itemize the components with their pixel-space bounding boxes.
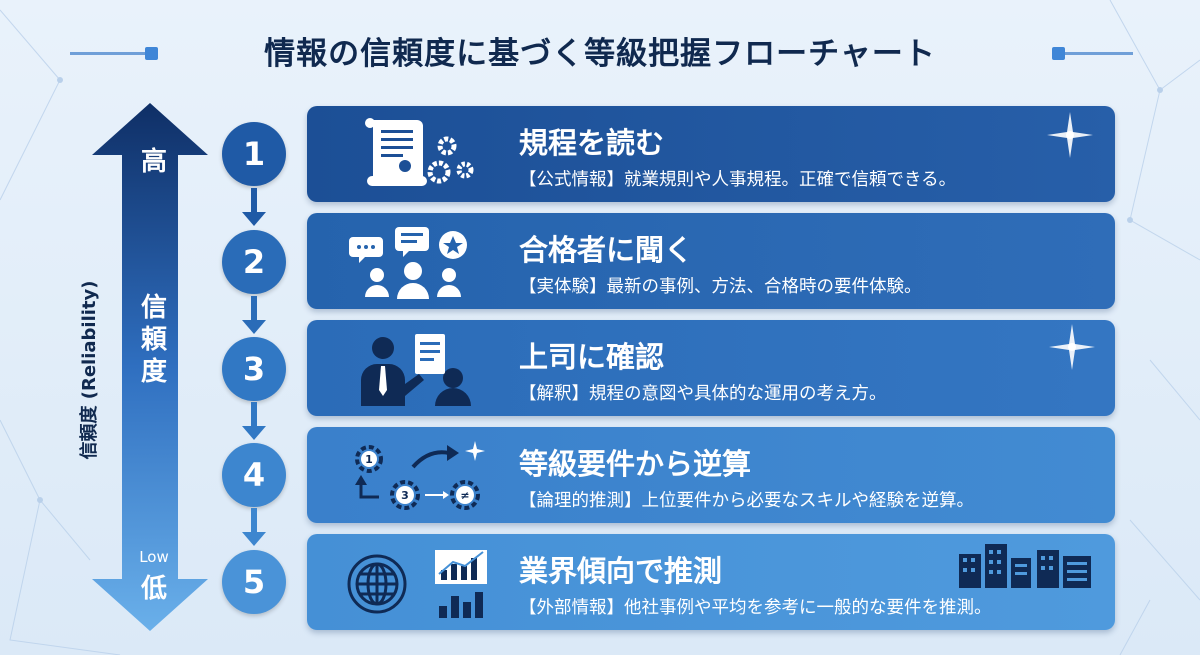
- step-2-heading: 合格者に聞く: [519, 233, 694, 267]
- step-arrow-2-to-3: [242, 296, 266, 334]
- page-title: 情報の信頼度に基づく等級把握フローチャート: [264, 36, 936, 72]
- reliability-low-en-label: Low: [139, 548, 169, 566]
- svg-text:3: 3: [401, 489, 409, 502]
- step-1-card: 規程を読む 【公式情報】就業規則や人事規程。正確で信頼できる。: [307, 106, 1115, 202]
- step-1-description: 【公式情報】就業規則や人事規程。正確で信頼できる。: [519, 170, 957, 190]
- title-decoration-right-line: [1065, 52, 1133, 55]
- step-2-number: 2: [222, 230, 286, 294]
- step-arrow-4-to-5: [242, 508, 266, 546]
- document-gears-icon: [365, 118, 474, 186]
- step-4-description: 【論理的推測】上位要件から必要なスキルや経験を逆算。: [519, 491, 974, 511]
- step-4-heading: 等級要件から逆算: [519, 447, 752, 481]
- step-4-card: 1 3 ≠ 等級要件から逆算 【論理的推測】上位要件から必要なスキルや経験を逆算。: [307, 427, 1115, 523]
- step-1-heading: 規程を読む: [519, 126, 665, 160]
- reliability-char-2: 頼: [140, 325, 167, 355]
- reliability-low-label: 低: [140, 574, 167, 604]
- reliability-double-arrow: [92, 103, 208, 631]
- gears-calculation-icon: 1 3 ≠: [355, 441, 485, 510]
- title-bar: 情報の信頼度に基づく等級把握フローチャート: [0, 28, 1200, 78]
- svg-text:1: 1: [365, 453, 373, 466]
- buildings-icon: [959, 544, 1091, 588]
- reliability-char-3: 度: [140, 357, 167, 387]
- step-5-card: 業界傾向で推測 【外部情報】他社事例や平均を参考に一般的な要件を推測。: [307, 534, 1115, 630]
- boss-presenting-icon: [361, 334, 471, 406]
- step-1-number: 1: [222, 122, 286, 186]
- title-decoration-right-dot: [1052, 47, 1065, 60]
- step-2-description: 【実体験】最新の事例、方法、合格時の要件体験。: [519, 277, 922, 297]
- step-arrow-1-to-2: [242, 188, 266, 226]
- step-4-number: 4: [222, 443, 286, 507]
- people-chat-icon: [349, 227, 467, 299]
- step-arrow-3-to-4: [242, 402, 266, 440]
- step-5-number: 5: [222, 550, 286, 614]
- step-3-number: 3: [222, 337, 286, 401]
- step-3-description: 【解釈】規程の意図や具体的な運用の考え方。: [519, 384, 887, 404]
- step-5-heading: 業界傾向で推測: [519, 554, 723, 588]
- title-decoration-left-line: [70, 52, 145, 55]
- step-5-description: 【外部情報】他社事例や平均を参考に一般的な要件を推測。: [519, 598, 992, 618]
- step-3-heading: 上司に確認: [519, 340, 665, 374]
- title-decoration-left-dot: [145, 47, 158, 60]
- reliability-middle-label: 信 頼 度: [130, 292, 178, 388]
- reliability-high-label: 高: [140, 147, 167, 177]
- sparkle-icon: [1049, 324, 1095, 370]
- step-2-card: 合格者に聞く 【実体験】最新の事例、方法、合格時の要件体験。: [307, 213, 1115, 309]
- sparkle-icon: [1047, 112, 1093, 158]
- reliability-char-1: 信: [140, 293, 167, 323]
- step-3-card: 上司に確認 【解釈】規程の意図や具体的な運用の考え方。: [307, 320, 1115, 416]
- svg-text:≠: ≠: [460, 489, 469, 502]
- globe-chart-icon: [347, 550, 487, 618]
